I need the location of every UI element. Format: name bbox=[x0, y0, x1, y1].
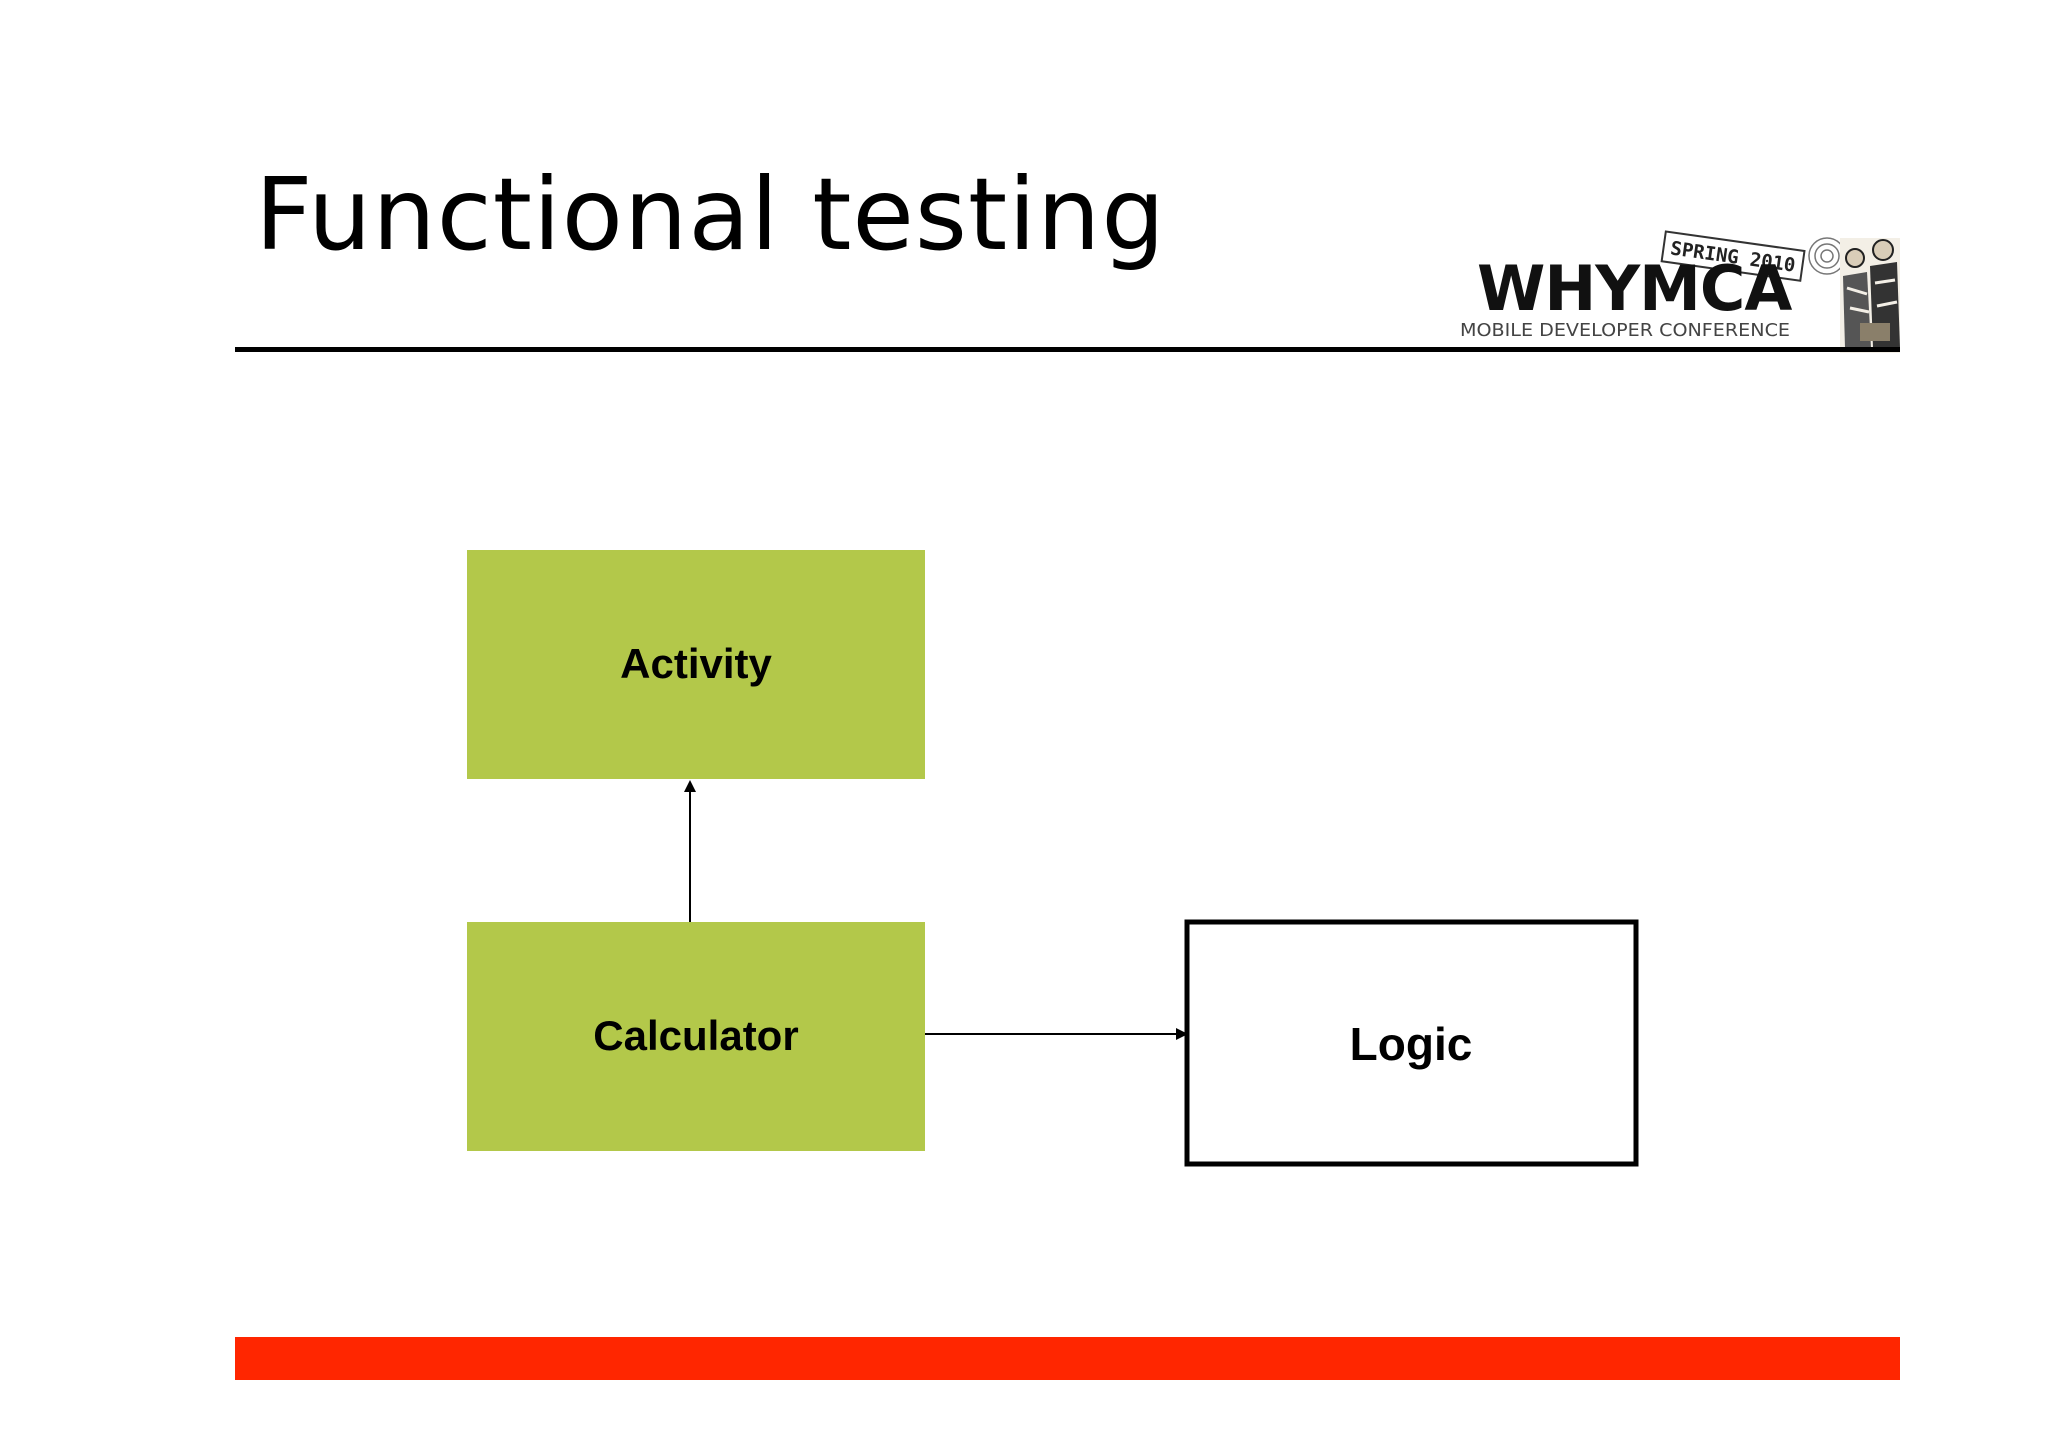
logo-subtitle: MOBILE DEVELOPER CONFERENCE bbox=[1460, 320, 1790, 341]
logo-wordmark: WHYMCA bbox=[1477, 252, 1792, 325]
node-logic: Logic bbox=[1184, 919, 1639, 1167]
node-activity-label: Activity bbox=[620, 640, 772, 687]
node-logic-label: Logic bbox=[1350, 1018, 1473, 1070]
slide-title: Functional testing bbox=[255, 156, 1166, 273]
figures-illustration-icon bbox=[1840, 238, 1900, 353]
title-underline bbox=[235, 347, 1900, 352]
node-activity: Activity bbox=[467, 550, 925, 779]
node-calculator: Calculator bbox=[467, 922, 925, 1151]
node-calculator-label: Calculator bbox=[593, 1012, 798, 1059]
footer-accent-bar bbox=[235, 1337, 1900, 1380]
whymca-logo: SPRING 2010 WHYMCA MOBILE DEVELOPER CONF… bbox=[1455, 228, 1900, 353]
